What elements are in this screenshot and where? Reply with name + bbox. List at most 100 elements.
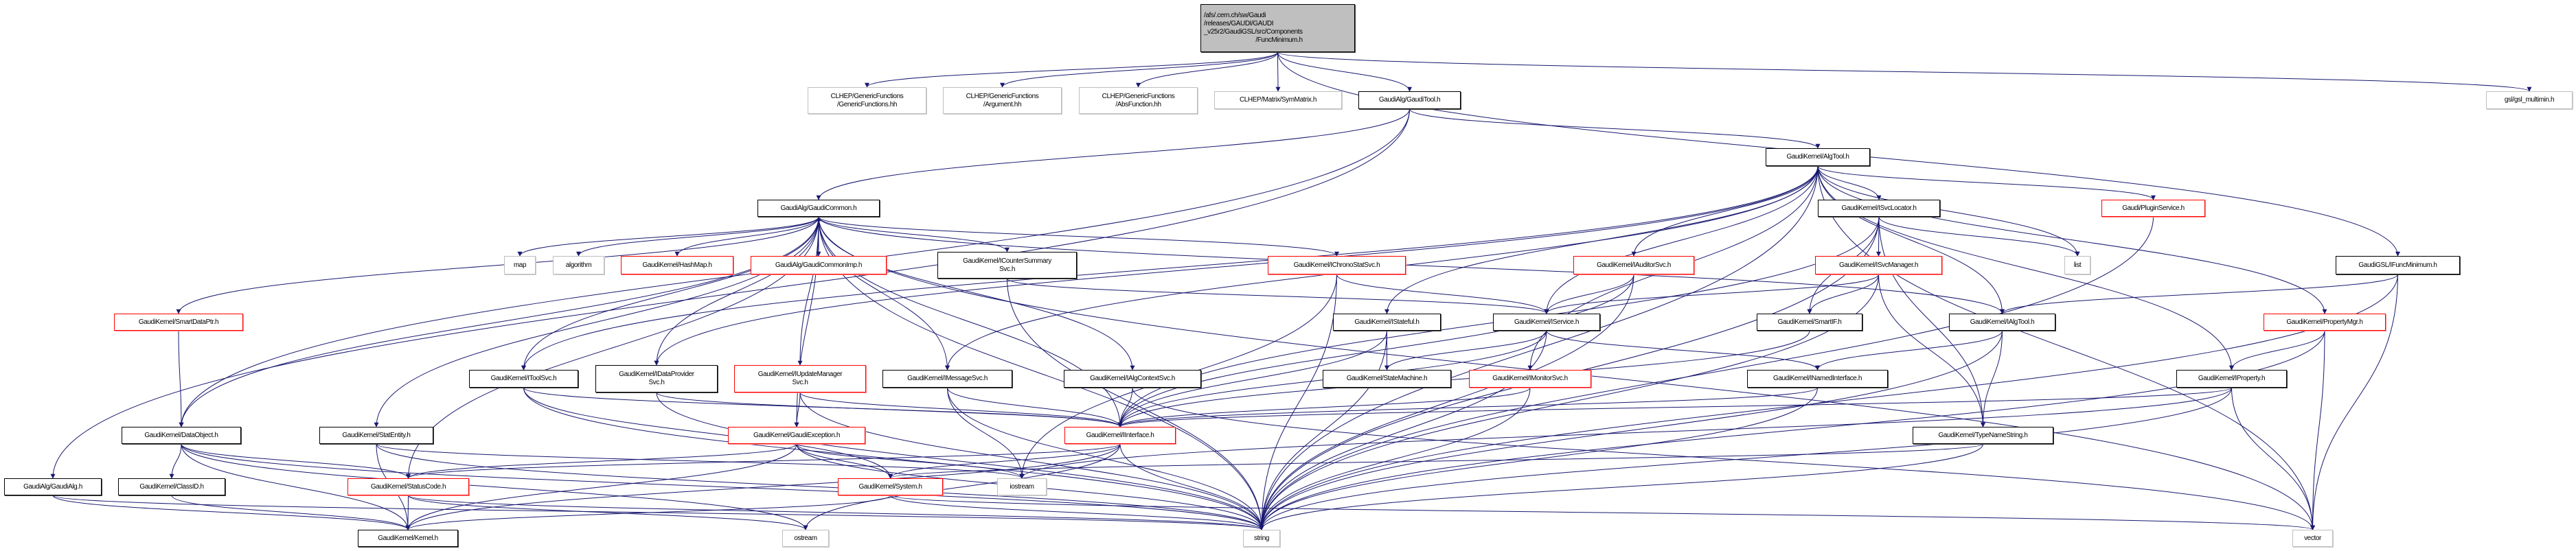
edge-algtool-to-list <box>1817 165 2080 257</box>
node-gexception[interactable]: GaudiKernel/GaudiException.h <box>728 427 865 444</box>
edge-dataobject-to-classid <box>169 443 182 479</box>
node-plugin[interactable]: Gaudi/PluginService.h <box>2101 200 2205 217</box>
edge-iupdate-to-string <box>799 392 1264 530</box>
node-label: /AbsFunction.hh <box>1115 100 1161 108</box>
node-label: GaudiKernel/IUpdateManager <box>757 371 843 378</box>
edge-ialgtool-to-typename <box>1981 330 2003 427</box>
node-itoolsvc[interactable]: GaudiKernel/IToolSvc.h <box>469 370 578 388</box>
node-imonitor[interactable]: GaudiKernel/IMonitorSvc.h <box>1469 370 1591 388</box>
node-gcimp[interactable]: GaudiAlg/GaudiCommonImp.h <box>751 256 887 274</box>
edge-iservice-to-statemachine <box>1384 330 1547 371</box>
node-label: GaudiKernel/StatusCode.h <box>370 482 446 491</box>
edge-gcommon-to-idataprov <box>654 216 819 366</box>
edge-algtool-to-iservice <box>1544 165 1819 314</box>
node-gaudialg[interactable]: GaudiAlg/GaudiAlg.h <box>4 478 102 495</box>
edge-smartdataptr-to-dataobject <box>178 330 184 427</box>
edge-ifunc-to-ialgtool <box>2000 274 2398 314</box>
node-isvcloc[interactable]: GaudiKernel/ISvcLocator.h <box>1818 200 1940 217</box>
node-label: GaudiKernel/IChronoStatSvc.h <box>1293 261 1380 269</box>
node-kernel[interactable]: GaudiKernel/Kernel.h <box>358 530 458 547</box>
node-imessage[interactable]: GaudiKernel/IMessageSvc.h <box>882 370 1012 388</box>
node-istateful[interactable]: GaudiKernel/IStateful.h <box>1333 314 1441 331</box>
edge-idataprov-to-iinterface <box>656 392 1123 427</box>
edge-gexception-to-statuscode <box>406 443 797 479</box>
node-iauditor[interactable]: GaudiKernel/IAuditorSvc.h <box>1573 256 1694 274</box>
node-label: CLHEP/Matrix/SymMatrix.h <box>1239 96 1317 104</box>
node-classid[interactable]: GaudiKernel/ClassID.h <box>118 478 225 495</box>
node-map[interactable]: map <box>504 256 536 274</box>
node-gcommon[interactable]: GaudiAlg/GaudiCommon.h <box>757 200 880 217</box>
edge-system-to-string <box>890 495 1264 530</box>
node-isvcmgr[interactable]: GaudiKernel/ISvcManager.h <box>1815 256 1942 274</box>
node-ialgctx[interactable]: GaudiKernel/IAlgContextSvc.h <box>1064 370 1201 388</box>
edge-statentity-to-string <box>376 443 1264 530</box>
edge-iupdate-to-gexception <box>794 392 801 427</box>
edge-gcommon-to-algorithm <box>576 216 819 257</box>
node-hashmap[interactable]: GaudiKernel/HashMap.h <box>621 256 733 274</box>
edge-statuscode-to-kernel <box>405 495 411 530</box>
edge-gcommon-to-ialgtool <box>818 216 2005 314</box>
node-algtool[interactable]: GaudiKernel/AlgTool.h <box>1766 148 1870 166</box>
node-system[interactable]: GaudiKernel/System.h <box>838 478 943 495</box>
edge-gcommon-to-iinterface <box>818 216 1123 427</box>
node-label: Gaudi/PluginService.h <box>2122 204 2185 212</box>
node-vector[interactable]: vector <box>2292 530 2333 547</box>
node-arg[interactable]: CLHEP/GenericFunctions/Argument.hh <box>943 87 1062 114</box>
node-inamed[interactable]: GaudiKernel/INamedInterface.h <box>1747 370 1888 388</box>
node-iostream[interactable]: iostream <box>997 478 1047 495</box>
edge-iproperty-to-vector <box>2231 387 2315 530</box>
node-gsl[interactable]: gsl/gsl_multimin.h <box>2486 91 2573 109</box>
node-ostream[interactable]: ostream <box>782 530 829 547</box>
node-root[interactable]: /afs/.cern.ch/sw/Gaudi/releases/GAUDI/GA… <box>1200 4 1355 52</box>
node-label: GaudiKernel/ISvcLocator.h <box>1841 204 1917 212</box>
node-iinterface[interactable]: GaudiKernel/IInterface.h <box>1064 427 1176 444</box>
edge-icounter-to-string <box>1007 278 1264 530</box>
node-label: iostream <box>1010 482 1034 491</box>
node-smartdataptr[interactable]: GaudiKernel/SmartDataPtr.h <box>114 314 243 331</box>
node-abs[interactable]: CLHEP/GenericFunctions/AbsFunction.hh <box>1079 87 1198 114</box>
node-label: GaudiKernel/IDataProvider <box>619 371 694 378</box>
node-algorithm[interactable]: algorithm <box>553 256 604 274</box>
edge-inamed-to-string <box>1259 387 1818 530</box>
node-smartif[interactable]: GaudiKernel/SmartIF.h <box>1757 314 1862 331</box>
node-label: GaudiKernel/IAlgTool.h <box>1970 318 2035 326</box>
node-ialgtool[interactable]: GaudiKernel/IAlgTool.h <box>1949 314 2055 331</box>
edge-iinterface-to-kernel <box>405 443 1121 530</box>
node-label: ostream <box>794 534 817 542</box>
node-label: GaudiKernel/IStateful.h <box>1354 318 1420 326</box>
node-label: GaudiKernel/INamedInterface.h <box>1773 375 1862 382</box>
node-label: GaudiKernel/System.h <box>858 482 922 491</box>
edge-gcommon-to-itoolsvc <box>521 216 819 371</box>
edge-root-to-gsl <box>1277 51 2532 92</box>
edge-iauditor-to-iservice <box>1544 274 1634 314</box>
node-string[interactable]: string <box>1243 530 1280 547</box>
node-iproperty[interactable]: GaudiKernel/IProperty.h <box>2176 370 2287 388</box>
edge-istateful-to-iinterface <box>1117 330 1387 427</box>
node-propmgr[interactable]: GaudiKernel/PropertyMgr.h <box>2264 314 2386 331</box>
node-label: GaudiKernel/IAuditorSvc.h <box>1597 261 1671 269</box>
node-ifunc[interactable]: GaudiGSL/IFuncMinimum.h <box>2336 256 2460 274</box>
edge-gcommon-to-dataobject <box>179 216 819 427</box>
node-typename[interactable]: GaudiKernel/TypeNameString.h <box>1913 427 2053 444</box>
edge-root-to-sym <box>1275 51 1281 92</box>
node-gtool[interactable]: GaudiAlg/GaudiTool.h <box>1358 91 1461 109</box>
node-iservice[interactable]: GaudiKernel/IService.h <box>1493 314 1600 331</box>
node-statentity[interactable]: GaudiKernel/StatEntity.h <box>319 427 433 444</box>
node-label: gsl/gsl_multimin.h <box>2504 96 2555 104</box>
node-dataobject[interactable]: GaudiKernel/DataObject.h <box>122 427 241 444</box>
edge-propmgr-to-string <box>1259 330 2325 530</box>
node-list[interactable]: list <box>2064 256 2090 274</box>
node-gen[interactable]: CLHEP/GenericFunctions/GenericFunctions.… <box>808 87 926 114</box>
edge-typename-to-string <box>1259 443 1983 530</box>
node-label: GaudiKernel/ICounterSummary <box>963 257 1051 265</box>
node-ichrono[interactable]: GaudiKernel/IChronoStatSvc.h <box>1268 256 1406 274</box>
node-statemachine[interactable]: GaudiKernel/StateMachine.h <box>1323 370 1451 388</box>
node-statuscode[interactable]: GaudiKernel/StatusCode.h <box>347 478 469 495</box>
edge-inamed-to-iinterface <box>1117 387 1818 427</box>
node-label: CLHEP/GenericFunctions <box>966 92 1039 100</box>
node-sym[interactable]: CLHEP/Matrix/SymMatrix.h <box>1214 91 1342 109</box>
node-label: GaudiKernel/AlgTool.h <box>1786 153 1849 161</box>
